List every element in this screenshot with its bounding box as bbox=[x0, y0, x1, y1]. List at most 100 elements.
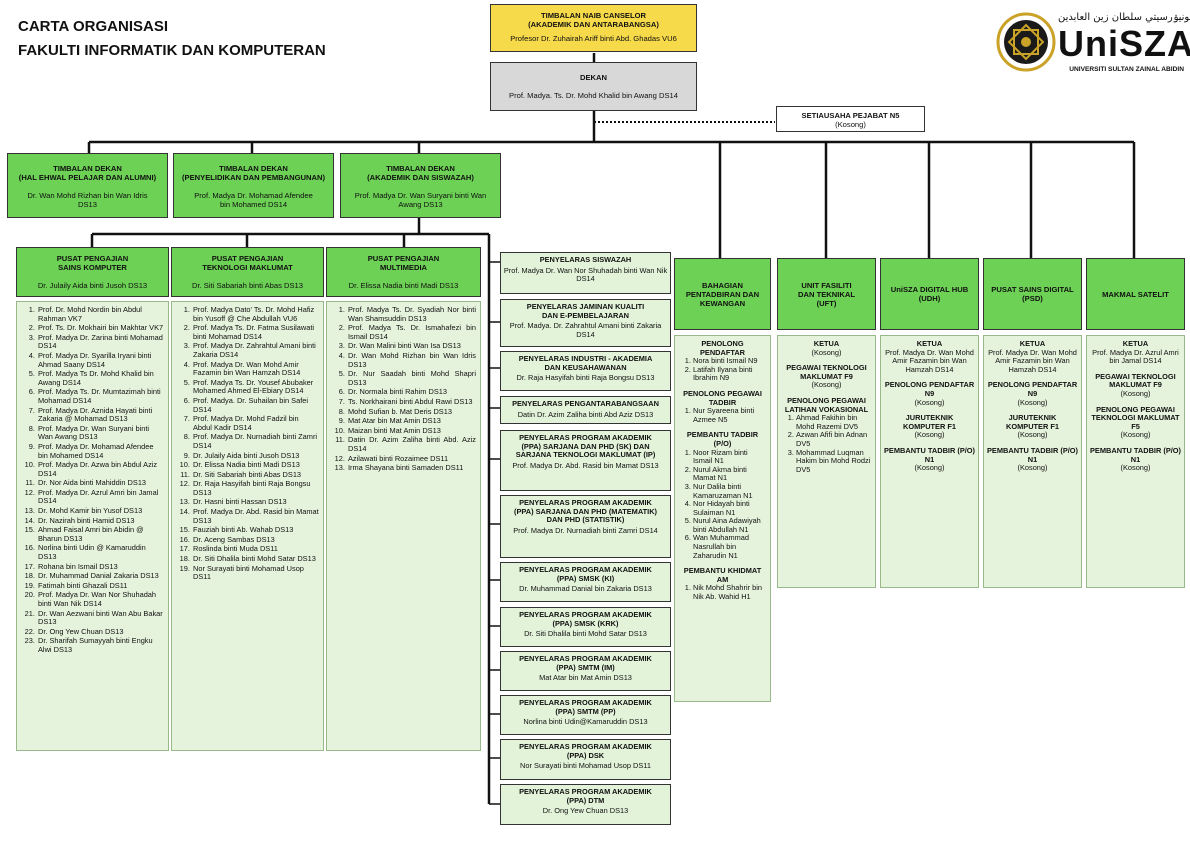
unit-section-heading: JURUTEKNIK KOMPUTER F1 bbox=[903, 413, 956, 431]
unit-section-text: Prof. Madya Dr. Azrul Amri bin Jamal DS1… bbox=[1092, 347, 1179, 366]
unit-header: PUSAT SAINS DIGITAL (PSD) bbox=[983, 258, 1082, 330]
unit-section-heading: PENOLONG PEGAWAI LATIHAN VOKASIONAL bbox=[784, 395, 869, 414]
list-item: Prof. Madya Dr. Zahrahtul Amani binti Za… bbox=[192, 342, 319, 359]
unit-section: PENOLONG PEGAWAI LATIHAN VOKASIONALAhmad… bbox=[781, 395, 872, 475]
list-item: Nik Mohd Shahrir bin Nik Ab. Wahid H1 bbox=[693, 584, 767, 601]
unit-section-heading: JURUTEKNIK KOMPUTER F1 bbox=[1006, 413, 1059, 431]
unit-section: PENOLONG PEGAWAI TEKNOLOGI MAKLUMAT F5(K… bbox=[1090, 405, 1181, 440]
coordinator-name: Nor Surayati binti Mohamad Usop DS11 bbox=[520, 761, 651, 771]
dekan-box: DEKAN Prof. Madya. Ts. Dr. Mohd Khalid b… bbox=[490, 62, 697, 111]
unit-section-text: (Kosong) bbox=[811, 347, 842, 357]
list-item: Nur Dalila binti Kamaruzaman N1 bbox=[693, 482, 767, 500]
deputy-title: TIMBALAN DEKAN (PENYELIDIKAN DAN PEMBANG… bbox=[181, 164, 326, 182]
school-title: PUSAT PENGAJIAN MULTIMEDIA bbox=[367, 254, 440, 272]
coordinator-box: PENYELARAS PROGRAM AKADEMIK (PPA) SMSK (… bbox=[500, 562, 671, 602]
list-item: Azilawati binti Rozaimee DS11 bbox=[347, 454, 476, 464]
coordinator-box: PENYELARAS PROGRAM AKADEMIK (PPA) SMSK (… bbox=[500, 607, 671, 647]
coordinator-name: Mat Atar bin Mat Amin DS13 bbox=[539, 673, 632, 683]
tnc-name: Profesor Dr. Zuhairah Ariff binti Abd. G… bbox=[510, 34, 677, 43]
unit-body: KETUA(Kosong)PEGAWAI TEKNOLOGI MAKLUMAT … bbox=[777, 335, 876, 588]
coordinator-title: PENYELARAS PROGRAM AKADEMIK (PPA) DSK bbox=[519, 742, 652, 760]
unit-section-heading: KETUA bbox=[813, 339, 840, 348]
coordinator-title: PENYELARAS PROGRAM AKADEMIK (PPA) DTM bbox=[519, 787, 652, 805]
unit-section-heading: PEMBANTU TADBIR (P/O) N1 bbox=[884, 445, 976, 464]
list-item: Norlina binti Udin @ Kamaruddin DS13 bbox=[37, 544, 164, 561]
coordinator-name: Dr. Raja Hasyifah binti Raja Bongsu DS13 bbox=[516, 373, 655, 383]
deputy-title: TIMBALAN DEKAN (HAL EHWAL PELAJAR DAN AL… bbox=[18, 164, 157, 182]
setiausaha-title: SETIAUSAHA PEJABAT N5 bbox=[801, 111, 900, 120]
unit-section: PENOLONG PENDAFTARNora binti Ismail N9La… bbox=[678, 339, 767, 383]
coordinator-box: PENYELARAS PROGRAM AKADEMIK (PPA) SARJAN… bbox=[500, 495, 671, 558]
deputy-name: Prof. Madya Dr. Mohamad Afendee bin Moha… bbox=[194, 191, 313, 209]
unit-section: PEMBANTU TADBIR (P/O) N1(Kosong) bbox=[987, 446, 1078, 473]
member-list: Prof. Madya Dato' Ts. Dr. Mohd Hafiz bin… bbox=[172, 302, 323, 585]
list-item: Fatimah binti Ghazali DS11 bbox=[37, 581, 164, 591]
unit-section-text: Prof. Madya Dr. Wan Mohd Amir Fazamin bi… bbox=[988, 347, 1077, 374]
unit-header: UniSZA DIGITAL HUB (UDH) bbox=[880, 258, 979, 330]
list-item: Datin Dr. Azim Zaliha binti Abd. Aziz DS… bbox=[347, 435, 476, 453]
coordinator-title: PENYELARAS PROGRAM AKADEMIK (PPA) SMSK (… bbox=[519, 565, 652, 583]
unit-section: PEMBANTU KHIDMAT AMNik Mohd Shahrir bin … bbox=[678, 566, 767, 601]
coordinator-title: PENYELARAS INDUSTRI - AKADEMIA DAN KEUSA… bbox=[518, 354, 653, 372]
unit-title: BAHAGIAN PENTADBIRAN DAN KEWANGAN bbox=[685, 280, 760, 308]
tnc-title: TIMBALAN NAIB CANSELOR (AKADEMIK DAN ANT… bbox=[528, 11, 659, 29]
list-item: Irma Shayana binti Samaden DS11 bbox=[347, 463, 476, 473]
chart-title-line1: CARTA ORGANISASI bbox=[18, 18, 168, 35]
unit-section-text: (Kosong) bbox=[1017, 397, 1048, 407]
deputy-title: TIMBALAN DEKAN (AKADEMIK DAN SISWAZAH) bbox=[367, 164, 474, 182]
school-title: PUSAT PENGAJIAN TEKNOLOGI MAKLUMAT bbox=[202, 254, 293, 272]
unit-section: PEMBANTU TADBIR (P/O) N1(Kosong) bbox=[884, 445, 976, 473]
unit-section-heading: KETUA bbox=[1122, 339, 1149, 348]
tnc-box: TIMBALAN NAIB CANSELOR (AKADEMIK DAN ANT… bbox=[490, 4, 697, 52]
coordinator-title: PENYELARAS PENGANTARABANGSAAN bbox=[512, 399, 659, 408]
unit-section-text: (Kosong) bbox=[1120, 463, 1151, 473]
unit-section-text: (Kosong) bbox=[914, 397, 945, 407]
list-item: Prof. Madya Dr. Aznida Hayati binti Zaka… bbox=[37, 406, 164, 424]
deputy-akademik-box: TIMBALAN DEKAN (AKADEMIK DAN SISWAZAH) P… bbox=[340, 153, 501, 218]
logo-subtitle: UNIVERSITI SULTAN ZAINAL ABIDIN bbox=[1069, 66, 1184, 73]
list-item: Prof. Madya Dr. Wan Suryani binti Wan Aw… bbox=[37, 424, 164, 442]
coordinator-box: PENYELARAS PROGRAM AKADEMIK (PPA) SMTM (… bbox=[500, 695, 671, 735]
school-teknologi-maklumat-members: Prof. Madya Dato' Ts. Dr. Mohd Hafiz bin… bbox=[171, 301, 324, 751]
list-item: Dr. Siti Sabariah binti Abas DS13 bbox=[192, 470, 319, 480]
unit-section-list: Nik Mohd Shahrir bin Nik Ab. Wahid H1 bbox=[678, 584, 767, 601]
dekan-title: DEKAN bbox=[579, 73, 607, 82]
logo-arabic-text: يونيۏرسيتي سلطان زين العابدين bbox=[1058, 12, 1190, 23]
list-item: Mohd Sufian b. Mat Deris DS13 bbox=[347, 407, 476, 417]
list-item: Nor Surayati binti Mohamad Usop DS11 bbox=[192, 564, 319, 582]
school-head: Dr. Julaily Aida binti Jusoh DS13 bbox=[37, 281, 148, 290]
unit-header: MAKMAL SATELIT bbox=[1086, 258, 1185, 330]
list-item: Dr. Julaily Aida binti Jusoh DS13 bbox=[192, 451, 319, 461]
list-item: Ahmad Faisal Amri bin Abidin @ Bharun DS… bbox=[37, 525, 164, 543]
list-item: Dr. Sharifah Sumayyah binti Engku Alwi D… bbox=[37, 637, 164, 654]
unit-section-heading: PENOLONG PENDAFTAR bbox=[699, 339, 746, 357]
coordinator-name: Dr. Muhammad Danial bin Zakaria DS13 bbox=[519, 584, 652, 594]
unit-section-text: (Kosong) bbox=[1017, 463, 1048, 473]
list-item: Rohana bin Ismail DS13 bbox=[37, 562, 164, 572]
school-multimedia-header: PUSAT PENGAJIAN MULTIMEDIA Dr. Elissa Na… bbox=[326, 247, 481, 297]
list-item: Dr. Muhammad Danial Zakaria DS13 bbox=[37, 572, 164, 581]
list-item: Ts. Norkhairani binti Abdul Rawi DS13 bbox=[347, 397, 476, 407]
school-sains-komputer-header: PUSAT PENGAJIAN SAINS KOMPUTER Dr. Julai… bbox=[16, 247, 169, 297]
list-item: Noor Rizam binti Ismail N1 bbox=[693, 448, 767, 466]
unit-section-text: (Kosong) bbox=[811, 380, 842, 390]
list-item: Dr. Aceng Sambas DS13 bbox=[192, 535, 319, 545]
list-item: Dr. Wan Aezwani binti Wan Abu Bakar DS13 bbox=[37, 609, 164, 627]
coordinator-name: Dr. Siti Dhalila binti Mohd Satar DS13 bbox=[524, 629, 647, 639]
list-item: Prof. Madya Ts. Dr. Mumtazimah binti Moh… bbox=[37, 387, 164, 405]
list-item: Prof. Madya Dato' Ts. Dr. Mohd Hafiz bin… bbox=[192, 305, 319, 323]
coordinator-title: PENYELARAS JAMINAN KUALITI DAN E-PEMBELA… bbox=[526, 302, 645, 320]
unit-section: PEGAWAI TEKNOLOGI MAKLUMAT F9(Kosong) bbox=[1090, 372, 1181, 399]
unit-section-text: (Kosong) bbox=[1120, 388, 1151, 398]
deputy-hep-box: TIMBALAN DEKAN (HAL EHWAL PELAJAR DAN AL… bbox=[7, 153, 168, 218]
deputy-name: Dr. Wan Mohd Rizhan bin Wan Idris DS13 bbox=[27, 191, 148, 209]
list-item: Mohammad Luqman Hakim bin Mohd Rodzi DV5 bbox=[796, 448, 872, 475]
list-item: Dr. Normala binti Rahim DS13 bbox=[347, 388, 476, 397]
list-item: Dr. Nazirah binti Hamid DS13 bbox=[37, 516, 164, 526]
